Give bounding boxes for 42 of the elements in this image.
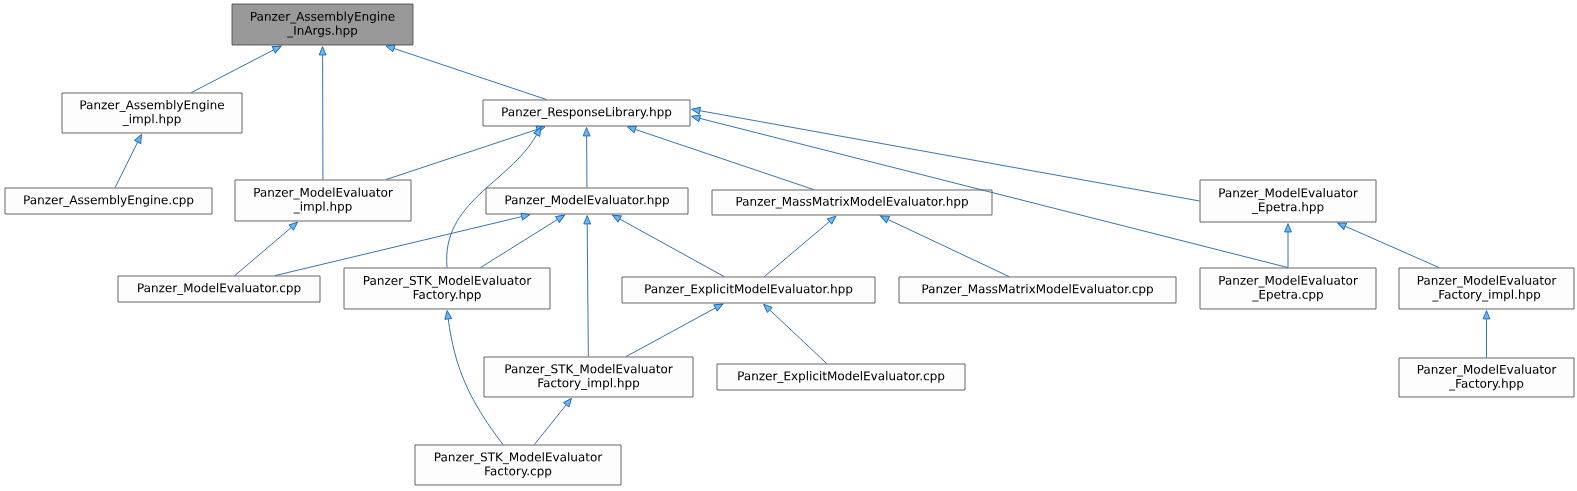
arrow: [234, 221, 298, 277]
arrow: [691, 106, 1201, 202]
file-box: Panzer_STK_ModelEvaluator Factory.cpp: [414, 444, 622, 486]
file-box: Panzer_ExplicitModelEvaluator.cpp: [716, 363, 966, 391]
arrow: [583, 215, 592, 358]
file-box: Panzer_STK_ModelEvaluator Factory_impl.hpp: [483, 356, 694, 398]
arrow: [879, 215, 1010, 278]
file-box: Panzer_ModelEvaluator _Epetra.cpp: [1199, 267, 1377, 310]
arrow: [763, 303, 828, 365]
arrow: [625, 303, 724, 358]
arrow: [763, 215, 837, 278]
arrow: [1337, 222, 1440, 269]
file-box: Panzer_ExplicitModelEvaluator.hpp: [621, 276, 876, 304]
arrow: [611, 214, 725, 278]
file-box: Panzer_ModelEvaluator.hpp: [485, 187, 689, 215]
arrow: [385, 44, 547, 101]
arrow: [1284, 223, 1292, 269]
arrow: [480, 214, 566, 269]
file-box: Panzer_ModelEvaluator _Factory.hpp: [1398, 357, 1575, 398]
arrow: [444, 310, 504, 446]
arrow: [446, 127, 542, 269]
arrow: [318, 46, 327, 181]
arrow: [626, 125, 815, 191]
arrow: [1482, 310, 1491, 359]
arrow: [385, 125, 546, 181]
arrow: [582, 127, 591, 189]
file-box: Panzer_ModelEvaluator _impl.hpp: [234, 179, 412, 222]
arrow: [114, 134, 142, 189]
file-box: Panzer_AssemblyEngine _InArgs.hpp: [231, 3, 414, 46]
file-box: Panzer_STK_ModelEvaluator Factory.hpp: [343, 267, 551, 310]
file-box: Panzer_MassMatrixModelEvaluator.hpp: [711, 189, 993, 216]
file-box: Panzer_AssemblyEngine.cpp: [4, 187, 213, 215]
file-box: Panzer_AssemblyEngine _impl.hpp: [61, 92, 243, 134]
arrow: [691, 114, 1289, 269]
file-box: Panzer_MassMatrixModelEvaluator.cpp: [898, 276, 1177, 304]
file-box: Panzer_ModelEvaluator _Epetra.hpp: [1199, 179, 1377, 223]
file-box: Panzer_ModelEvaluator _Factory_impl.hpp: [1398, 267, 1575, 310]
file-box: Panzer_ResponseLibrary.hpp: [482, 99, 691, 127]
arrow: [274, 212, 531, 277]
file-box: Panzer_ModelEvaluator.cpp: [117, 275, 321, 303]
arrow: [533, 397, 572, 446]
arrow: [190, 45, 282, 94]
